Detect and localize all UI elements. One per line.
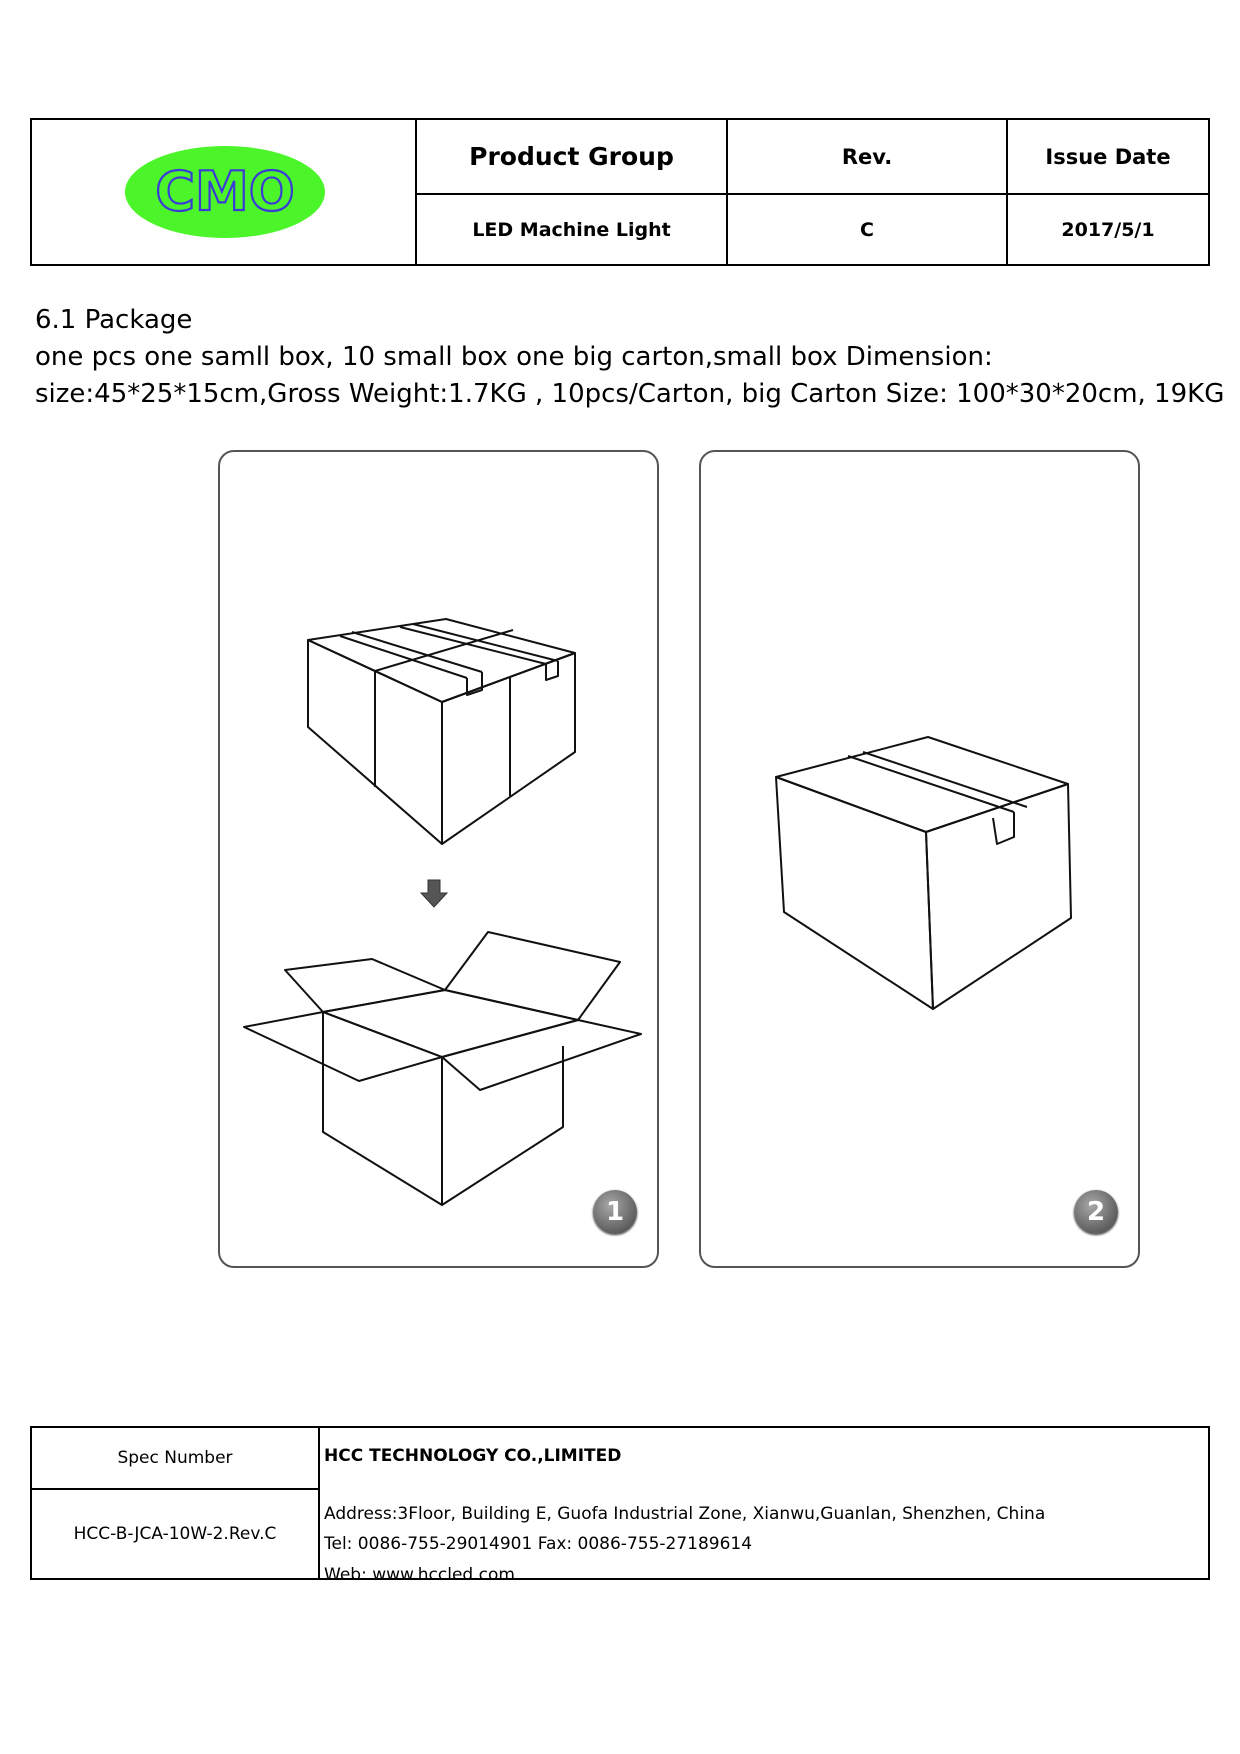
- product-group-label: Product Group: [469, 142, 674, 171]
- sealed-box-icon: [307, 618, 576, 845]
- rev-value: C: [860, 218, 874, 241]
- spec-number-value: HCC-B-JCA-10W-2.Rev.C: [73, 1524, 277, 1544]
- step-badge-1: 1: [593, 1190, 637, 1234]
- description-line-1: one pcs one samll box, 10 small box one …: [35, 342, 993, 372]
- packing-step-2-panel: 2: [699, 450, 1140, 1268]
- product-group-value: LED Machine Light: [472, 218, 671, 241]
- logo-text: CMO: [155, 160, 294, 223]
- section-title: 6.1 Package: [35, 305, 193, 335]
- step-badge-2: 2: [1074, 1190, 1118, 1234]
- document-header: CMO Product Group Rev. Issue Date LED Ma…: [30, 118, 1210, 266]
- cmo-logo: CMO: [124, 146, 325, 238]
- company-web: Web: www.hccled.com: [324, 1565, 515, 1585]
- description-line-2: size:45*25*15cm,Gross Weight:1.7KG , 10p…: [35, 379, 1225, 409]
- rev-label: Rev.: [841, 144, 893, 169]
- company-tel-fax: Tel: 0086-755-29014901 Fax: 0086-755-271…: [324, 1534, 753, 1554]
- package-description: 6.1 Package one pcs one samll box, 10 sm…: [35, 302, 1224, 413]
- issue-date-label: Issue Date: [1045, 144, 1171, 169]
- company-address: Address:3Floor, Building E, Guofa Indust…: [324, 1504, 1046, 1524]
- spec-number-label: Spec Number: [117, 1448, 233, 1468]
- logo-cell: CMO: [32, 120, 417, 264]
- packing-step-1-panel: 1: [218, 450, 659, 1268]
- down-arrow-icon: [419, 879, 449, 908]
- issue-date-value: 2017/5/1: [1061, 218, 1155, 241]
- document-footer: Spec Number HCC-B-JCA-10W-2.Rev.C HCC TE…: [30, 1426, 1210, 1585]
- open-box-icon: [243, 931, 642, 1206]
- sealed-carton-icon: [775, 736, 1072, 1010]
- company-name: HCC TECHNOLOGY CO.,LIMITED: [324, 1446, 622, 1466]
